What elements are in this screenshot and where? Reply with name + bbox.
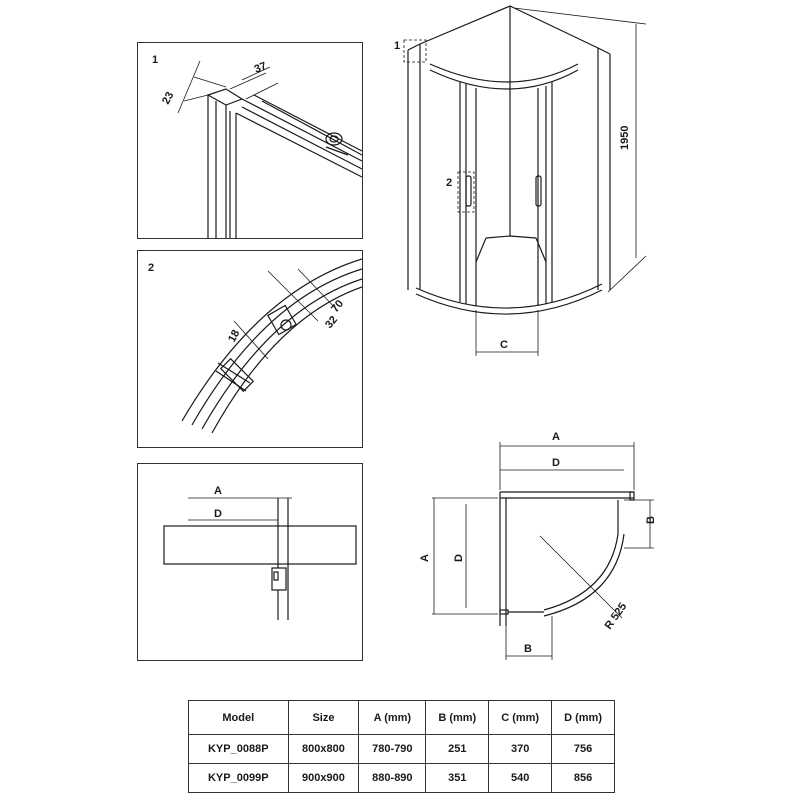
cell-size: 900x900: [287, 763, 360, 793]
cell-b: 351: [425, 763, 490, 793]
tray-section: [163, 525, 357, 565]
header-c: C (mm): [488, 700, 553, 735]
spec-table: Model Size A (mm) B (mm) C (mm) D (mm) K…: [188, 700, 615, 793]
glass-profile: [271, 498, 289, 620]
dim-c: [475, 310, 539, 356]
header-size: Size: [287, 700, 360, 735]
top-rail: [235, 94, 363, 178]
dim-slider-b-label: 32: [323, 314, 340, 331]
header-d: D (mm): [551, 700, 615, 735]
roller-wheel: [325, 132, 349, 156]
detail-1-label: 1: [152, 54, 158, 66]
dim-b-right: [624, 499, 654, 549]
header-a: A (mm): [358, 700, 427, 735]
dim-a-top: [499, 442, 635, 490]
header-model: Model: [188, 700, 289, 735]
curved-rail: [181, 258, 363, 434]
dim-a-label: A: [214, 485, 222, 497]
slider-bracket: [215, 304, 297, 393]
detail-panel-1: 1 37: [137, 42, 363, 239]
callout-box-1: [403, 39, 427, 63]
dim-slider: [233, 268, 339, 360]
dim-c-label: C: [500, 339, 508, 351]
detail-panel-2: 2 70 32 18: [137, 250, 363, 448]
dim-b-bottom-label: B: [524, 643, 532, 655]
detail-1-drawing: 1 37: [152, 54, 363, 238]
dim-radius: [539, 535, 623, 619]
detail-2-drawing: 2 70 32 18: [148, 258, 363, 434]
shower-3d-view: 1 2 1950 C: [394, 5, 647, 356]
dim-b-bottom: [505, 616, 553, 660]
detail-2-label: 2: [148, 262, 154, 274]
vertical-profile: [206, 88, 244, 238]
dim-height-label: 1950: [619, 126, 631, 150]
callout-1-label: 1: [394, 40, 400, 52]
dim-radius-label: R 525: [603, 601, 630, 632]
dim-profile-depth-label: 23: [160, 90, 176, 106]
callout-2-label: 2: [446, 177, 452, 189]
plan-view: A D A D B B R 525: [419, 431, 657, 660]
table-row: KYP_0099P 900x900 880-890 351 540 856: [188, 763, 615, 793]
dim-slider-c-label: 18: [226, 328, 242, 344]
callout-box-2: [457, 171, 475, 213]
spec-table-header: Model Size A (mm) B (mm) C (mm) D (mm): [188, 700, 615, 735]
table-row: KYP_0088P 800x800 780-790 251 370 756: [188, 734, 615, 764]
dim-a-left-label: A: [419, 554, 431, 562]
cell-a: 780-790: [358, 734, 427, 764]
dim-b-right-label: B: [645, 516, 657, 524]
detail-panel-3: A D: [137, 463, 363, 661]
dim-d-label: D: [214, 508, 222, 520]
dim-profile-width: [229, 66, 279, 100]
plan-doors: [508, 500, 625, 617]
cell-model: KYP_0099P: [188, 763, 289, 793]
dim-a-left: [432, 497, 498, 615]
shower-enclosure: [407, 5, 611, 315]
cell-model: KYP_0088P: [188, 734, 289, 764]
header-b: B (mm): [425, 700, 490, 735]
dim-profile-depth: [177, 60, 227, 114]
cell-b: 251: [425, 734, 490, 764]
dim-profile-width-label: 37: [253, 60, 269, 76]
plan-walls: [499, 491, 635, 626]
cell-c: 370: [488, 734, 553, 764]
cell-a: 880-890: [358, 763, 427, 793]
cell-d: 856: [551, 763, 615, 793]
cell-size: 800x800: [287, 734, 360, 764]
cell-d: 756: [551, 734, 615, 764]
dim-height: [513, 7, 647, 293]
cell-c: 540: [488, 763, 553, 793]
detail-3-drawing: A D: [163, 485, 357, 620]
dim-d-left-label: D: [453, 554, 465, 562]
dim-a-top-label: A: [552, 431, 560, 443]
dim-d-top-label: D: [552, 457, 560, 469]
